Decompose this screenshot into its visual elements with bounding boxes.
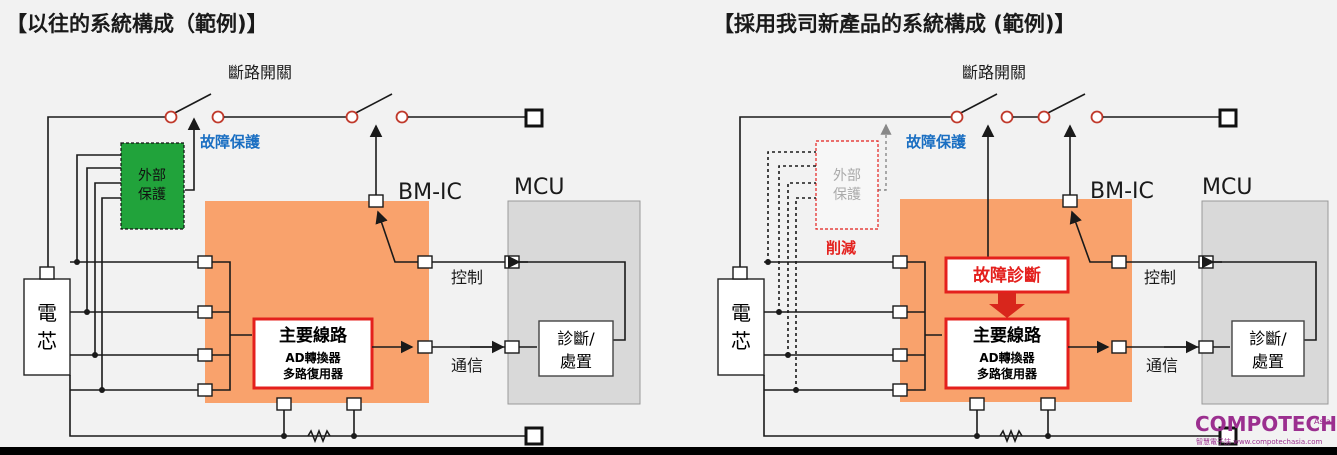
left-external-protection bbox=[120, 142, 185, 230]
right-reduced-label: 削減 bbox=[826, 239, 856, 257]
left-title: 【以往的系統構成（範例)】 bbox=[6, 12, 268, 36]
right-cell-char1: 電 bbox=[731, 301, 751, 325]
left-cell-char1: 電 bbox=[37, 301, 57, 325]
left-main-circuit-box bbox=[252, 317, 374, 390]
left-external-protection-line2: 保護 bbox=[138, 187, 166, 203]
right-switch2-contact-b bbox=[1090, 110, 1104, 124]
right-ad-converter-label: AD轉換器 bbox=[979, 350, 1035, 365]
watermark: COMPOTECH Asia 智慧電子誌 www.compotechasia.c… bbox=[1195, 412, 1337, 446]
watermark-brand: COMPOTECH bbox=[1195, 412, 1337, 436]
left-battery-cell bbox=[23, 278, 71, 376]
right-external-protection-line2: 保護 bbox=[833, 187, 861, 203]
right-main-circuit-label: 主要線路 bbox=[973, 325, 1042, 346]
right-battery-cell bbox=[717, 278, 765, 376]
left-multiplexer-label: 多路復用器 bbox=[283, 366, 344, 381]
left-switch2-contact-a bbox=[345, 110, 359, 124]
watermark-tagline: 智慧電子誌 www.compotechasia.com bbox=[1196, 437, 1323, 446]
right-diagram: 【採用我司新產品的系統構成 (範例)】 斷路開關 BM-IC MCU 故障保護 … bbox=[713, 12, 1329, 446]
left-output-terminal-top bbox=[524, 108, 544, 128]
right-mcu-label: MCU bbox=[1202, 175, 1252, 200]
left-mcu-label: MCU bbox=[514, 175, 564, 200]
left-bmic-label: BM-IC bbox=[398, 180, 462, 205]
right-diagnosis-box bbox=[1231, 320, 1305, 377]
right-cell-char2: 芯 bbox=[731, 329, 751, 353]
right-fault-diagnosis-box bbox=[944, 256, 1070, 294]
left-diagnosis-line1: 診斷/ bbox=[557, 329, 595, 348]
left-diagnosis-box bbox=[538, 320, 614, 377]
right-bmic-label: BM-IC bbox=[1090, 179, 1154, 204]
right-diagnosis-line1: 診斷/ bbox=[1249, 329, 1287, 348]
left-diagram: 【以往的系統構成（範例)】 斷路開關 BM-IC MCU 故障保護 外部 保護 bbox=[6, 12, 641, 446]
left-main-circuit-label: 主要線路 bbox=[279, 325, 348, 346]
right-fault-protection-label: 故障保護 bbox=[906, 133, 967, 151]
right-title: 【採用我司新產品的系統構成 (範例)】 bbox=[713, 12, 1076, 36]
left-breaker-label: 斷路開關 bbox=[228, 63, 292, 82]
right-output-terminal-bottom bbox=[1218, 426, 1238, 446]
left-cell-char2: 芯 bbox=[37, 329, 57, 353]
right-communication-label: 通信 bbox=[1146, 356, 1178, 375]
right-fault-diagnosis-label: 故障診斷 bbox=[973, 265, 1041, 286]
left-diagnosis-line2: 處置 bbox=[560, 352, 592, 371]
right-down-arrow bbox=[989, 293, 1025, 318]
left-ad-converter-label: AD轉換器 bbox=[285, 350, 341, 365]
left-switch1-contact-b bbox=[211, 110, 225, 124]
left-control-label: 控制 bbox=[451, 268, 483, 287]
left-communication-label: 通信 bbox=[451, 356, 483, 375]
left-switch1-contact-a bbox=[164, 110, 178, 124]
right-external-protection-removed bbox=[815, 140, 879, 230]
left-switch2-contact-b bbox=[395, 110, 409, 124]
right-switch1-contact-a bbox=[950, 110, 964, 124]
right-multiplexer-label: 多路復用器 bbox=[977, 366, 1038, 381]
right-main-circuit-box bbox=[944, 317, 1070, 390]
right-switch2-contact-a bbox=[1037, 110, 1051, 124]
right-external-protection-line1: 外部 bbox=[833, 168, 861, 184]
left-fault-protection-label: 故障保護 bbox=[200, 133, 261, 151]
watermark-suffix: Asia bbox=[1314, 417, 1331, 426]
left-output-terminal-bottom bbox=[524, 426, 544, 446]
left-external-protection-line1: 外部 bbox=[138, 168, 166, 184]
right-output-terminal-top bbox=[1218, 108, 1238, 128]
right-switch1-contact-b bbox=[1000, 110, 1014, 124]
right-breaker-label: 斷路開關 bbox=[962, 63, 1026, 82]
right-diagnosis-line2: 處置 bbox=[1252, 352, 1284, 371]
right-control-label: 控制 bbox=[1144, 268, 1176, 287]
